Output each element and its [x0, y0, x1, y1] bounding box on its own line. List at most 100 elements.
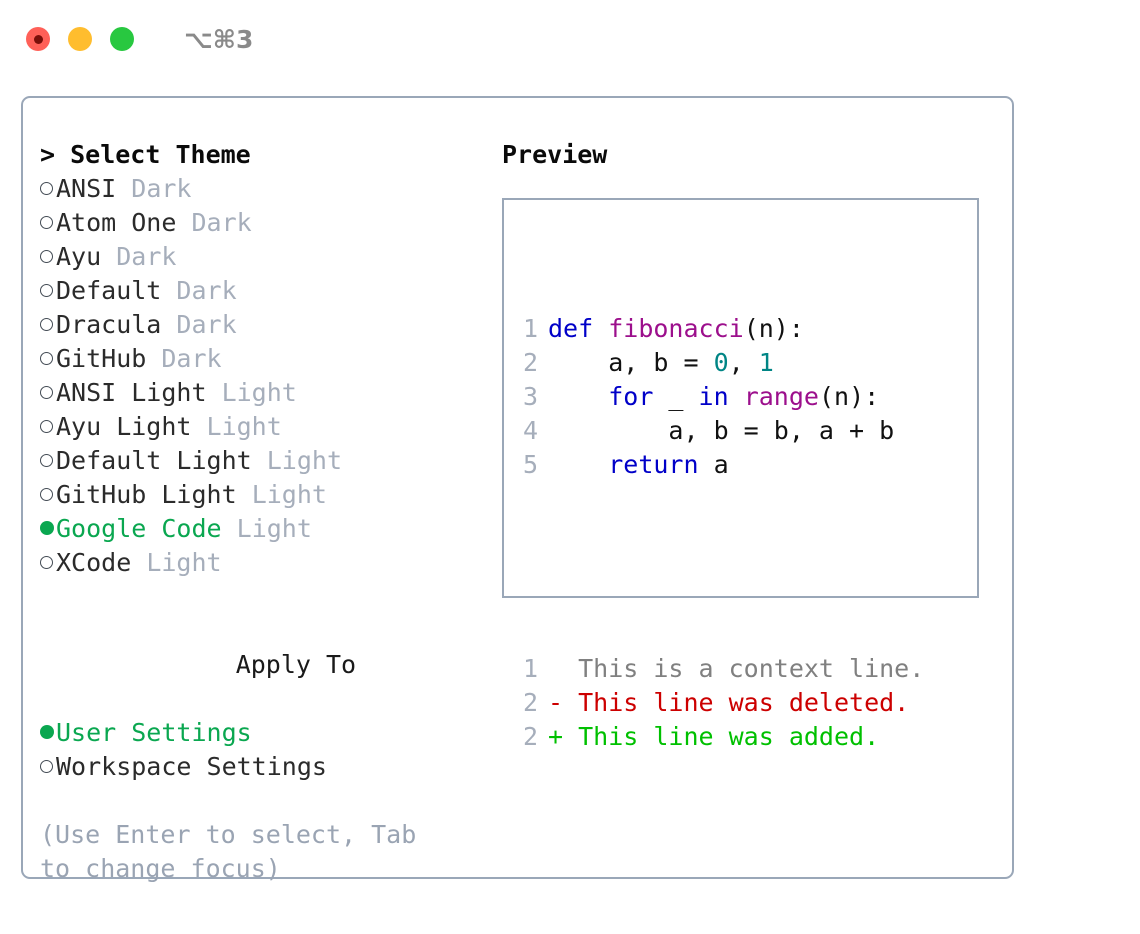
theme-option[interactable]: Ayu Light Light: [40, 410, 480, 444]
code-text: for _ in range(n):: [538, 382, 879, 411]
theme-option-name: Google Code: [56, 514, 222, 543]
radio-unselected-icon: [40, 308, 56, 342]
radio-unselected-icon: [40, 410, 56, 444]
theme-option-kind: Dark: [161, 344, 222, 373]
radio-unselected-icon: [40, 376, 56, 410]
radio-unselected-icon: [40, 240, 56, 274]
select-theme-heading: > Select Theme: [40, 140, 251, 169]
diff-line: 1 This is a context line.: [514, 652, 924, 686]
radio-unselected-icon: [40, 478, 56, 512]
close-button[interactable]: [26, 27, 50, 51]
code-token: [729, 382, 744, 411]
window-controls: [26, 27, 134, 51]
theme-option-kind: Light: [236, 514, 312, 543]
title-bar: ⌥⌘3: [0, 0, 1140, 78]
theme-option[interactable]: Default Light Light: [40, 444, 480, 478]
line-number: 2: [522, 688, 538, 717]
theme-option[interactable]: Atom One Dark: [40, 206, 480, 240]
theme-option[interactable]: Google Code Light: [40, 512, 480, 546]
theme-option[interactable]: Ayu Dark: [40, 240, 480, 274]
line-number: 2: [522, 722, 538, 751]
theme-option-kind: Dark: [191, 208, 252, 237]
bullet-shape: [40, 216, 53, 229]
theme-option-kind: Light: [146, 548, 222, 577]
code-token: in: [698, 382, 729, 411]
bullet-shape: [40, 420, 53, 433]
apply-to-heading: Apply To: [40, 614, 480, 716]
bullet-shape: [40, 488, 53, 501]
line-number: 3: [522, 382, 538, 411]
radio-unselected-icon: [40, 342, 56, 376]
line-number: 5: [522, 450, 538, 479]
code-token: a: [698, 450, 729, 479]
theme-option[interactable]: Default Dark: [40, 274, 480, 308]
bullet-shape: [40, 182, 53, 195]
code-token: a, b = b, a + b: [548, 416, 895, 445]
line-number: 2: [522, 348, 538, 377]
theme-option-name: ANSI Light: [56, 378, 207, 407]
theme-option[interactable]: ANSI Dark: [40, 172, 480, 206]
radio-unselected-icon: [40, 750, 56, 784]
bullet-shape: [40, 725, 54, 739]
apply-to-heading-label: Apply To: [235, 650, 357, 679]
line-number: 4: [522, 416, 538, 445]
radio-selected-icon: [40, 512, 56, 546]
code-text: a, b = 0, 1: [538, 348, 774, 377]
minimize-button[interactable]: [68, 27, 92, 51]
theme-option-name: Dracula: [56, 310, 162, 339]
radio-unselected-icon: [40, 172, 56, 206]
diff-lines: 1 This is a context line.2- This line wa…: [514, 652, 924, 754]
radio-selected-icon: [40, 716, 56, 750]
apply-to-option[interactable]: User Settings: [40, 716, 480, 750]
diff-line: 2 + This line was added.: [514, 720, 924, 754]
code-token: _: [653, 382, 699, 411]
apply-to-option-name: User Settings: [56, 718, 252, 747]
bullet-shape: [40, 521, 54, 535]
theme-option[interactable]: ANSI Light Light: [40, 376, 480, 410]
radio-unselected-icon: [40, 274, 56, 308]
code-text: return a: [538, 450, 729, 479]
theme-option-kind: Dark: [131, 174, 192, 203]
theme-option-name: Default Light: [56, 446, 252, 475]
theme-option[interactable]: Dracula Dark: [40, 308, 480, 342]
code-token: (n):: [818, 382, 880, 411]
theme-option[interactable]: GitHub Dark: [40, 342, 480, 376]
code-line: 4 a, b = b, a + b: [514, 414, 924, 448]
code-token: a, b =: [548, 348, 714, 377]
window-title: ⌥⌘3: [184, 24, 254, 54]
line-number: 1: [522, 654, 538, 683]
code-token: (n):: [743, 314, 804, 343]
theme-option-kind: Dark: [176, 310, 237, 339]
diff-line: 2 - This line was deleted.: [514, 686, 924, 720]
theme-option[interactable]: GitHub Light Light: [40, 478, 480, 512]
theme-option[interactable]: XCode Light: [40, 546, 480, 580]
maximize-button[interactable]: [110, 27, 134, 51]
bullet-shape: [40, 352, 53, 365]
bullet-shape: [40, 250, 53, 263]
theme-option-kind: Dark: [176, 276, 237, 305]
bullet-shape: [40, 556, 53, 569]
diff-text: + This line was added.: [548, 722, 880, 751]
theme-option-kind: Light: [266, 446, 342, 475]
code-text: def fibonacci(n):: [538, 314, 804, 343]
bullet-shape: [40, 760, 53, 773]
apply-to-option[interactable]: Workspace Settings: [40, 750, 480, 784]
theme-option-name: XCode: [56, 548, 132, 577]
diff-text: - This line was deleted.: [548, 688, 910, 717]
code-token: range: [743, 382, 819, 411]
code-line: 3 for _ in range(n):: [514, 380, 924, 414]
preview-label: Preview: [502, 140, 608, 169]
bullet-shape: [40, 284, 53, 297]
radio-unselected-icon: [40, 206, 56, 240]
theme-option-name: Default: [56, 276, 162, 305]
diff-text: This is a context line.: [548, 654, 925, 683]
